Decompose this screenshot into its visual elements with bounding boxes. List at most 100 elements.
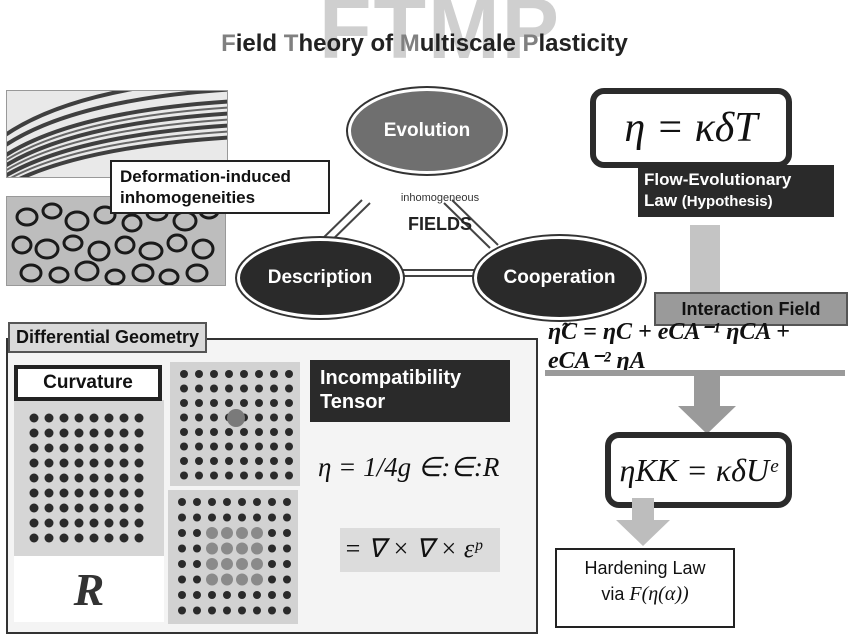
title-cap-p: P (522, 30, 539, 57)
flow-law-label-line1: Flow-Evolutionary (644, 170, 792, 189)
ftmp-logo-text: FTMP (318, 0, 562, 77)
cluster-atom (251, 558, 263, 570)
lattice-atom (104, 518, 114, 528)
lattice-atom (59, 428, 69, 438)
incompatibility-eq2-bg (340, 528, 500, 572)
lattice-atom (240, 399, 248, 407)
lattice-atom (195, 384, 203, 393)
diagram-title: Field Theory of Multiscale Plasticity (0, 30, 849, 58)
lattice-atom (180, 428, 188, 436)
lattice-atom (59, 458, 69, 468)
flow-law-label-law: Law (644, 191, 678, 210)
cooperation-label: Cooperation (503, 267, 616, 288)
lattice-atom (208, 498, 216, 506)
lattice-atom (119, 428, 129, 438)
title-cap-m: M (399, 30, 420, 57)
lattice-atom (134, 458, 144, 468)
lattice-atom (285, 384, 293, 393)
lattice-atom (210, 399, 218, 407)
equation-to-hardening-arrow (616, 498, 670, 546)
lattice-atom (59, 533, 69, 543)
lattice-atom (255, 399, 263, 407)
lattice-atom (195, 370, 203, 378)
lattice-atom (44, 533, 54, 543)
incompatibility-line2: Tensor (320, 391, 386, 413)
interaction-field-label: Interaction Field (654, 292, 848, 326)
lattice-atom (178, 544, 186, 553)
cluster-atom (221, 573, 233, 586)
lattice-atom (59, 443, 69, 453)
lattice-atom (74, 413, 84, 423)
lattice-atom (59, 488, 69, 498)
lattice-atom (240, 384, 248, 393)
lattice-atom (104, 488, 114, 498)
lattice-atom (253, 606, 261, 615)
description-label: Description (267, 267, 373, 288)
lattice-atom (29, 428, 39, 438)
lattice-atom (270, 370, 278, 378)
lattice-atom (240, 442, 248, 451)
lattice-atom (89, 503, 99, 513)
incompatibility-tensor-label: Incompatibility Tensor (310, 360, 510, 422)
lattice-atom (225, 370, 233, 378)
lattice-atom (134, 428, 144, 438)
evolution-node: Evolution (348, 88, 506, 174)
lattice-atom (44, 428, 54, 438)
hardening-equation: ηKK = κδUᵉ (619, 451, 778, 488)
lattice-atom (104, 503, 114, 513)
lattice-atom (283, 591, 291, 599)
lattice-atom (104, 533, 114, 543)
lattice-atom (74, 428, 84, 438)
lattice-atom (285, 370, 293, 378)
lattice-atom (193, 591, 201, 599)
lattice-atom (225, 457, 233, 465)
lattice-atom (104, 473, 114, 483)
lattice-atom (89, 518, 99, 528)
lattice-atom (193, 544, 201, 553)
lattice-atom (119, 473, 129, 483)
lattice-atom (74, 473, 84, 483)
cluster-atom (236, 527, 248, 539)
lattice-atom (268, 575, 276, 584)
lattice-atom (178, 575, 186, 584)
cluster-atom (206, 573, 218, 586)
inhomogeneities-label-line1: Deformation-induced (120, 167, 291, 186)
lattice-atom (180, 442, 188, 451)
lattice-atom (74, 503, 84, 513)
lattice-atom (285, 428, 293, 436)
lattice-atom (195, 457, 203, 465)
lattice-atom (193, 575, 201, 584)
lattice-atom (255, 442, 263, 451)
lattice-atom (210, 384, 218, 393)
lattice-atom (134, 413, 144, 423)
lattice-atom (119, 518, 129, 528)
lattice-atom (270, 413, 278, 422)
lattice-atom (193, 529, 201, 537)
curvature-symbol-box: R (14, 556, 164, 622)
lattice-atom (74, 518, 84, 528)
lattice-atom (89, 488, 99, 498)
flow-law-label-line2: Law (Hypothesis) (644, 190, 828, 212)
incompatibility-line1: Incompatibility (320, 367, 462, 389)
curvature-lattice (29, 413, 144, 543)
lattice-atom (283, 575, 291, 584)
incompatibility-equation-2: = ∇ × ∇ × εᵖ (344, 534, 482, 563)
incompatibility-equation-1: η = 1/4g ∈:∈:R (318, 452, 500, 482)
lattice-atom (29, 503, 39, 513)
lattice-atom (253, 591, 261, 599)
inhomogeneities-label-line2: inhomogeneities (120, 188, 256, 207)
lattice-atom (89, 413, 99, 423)
cluster-atom (251, 542, 263, 555)
lattice-atom (44, 488, 54, 498)
hardening-law-line1: Hardening Law (584, 558, 706, 578)
lattice-atom (89, 443, 99, 453)
lattice-atom (59, 503, 69, 513)
interaction-underline (545, 370, 845, 376)
lattice-atom (240, 471, 248, 480)
lattice-atom (195, 428, 203, 436)
defect-atom (227, 409, 245, 427)
lattice-atom (178, 606, 186, 615)
lattice-atom (225, 428, 233, 436)
lattice-atom (104, 428, 114, 438)
lattice-atom (89, 473, 99, 483)
